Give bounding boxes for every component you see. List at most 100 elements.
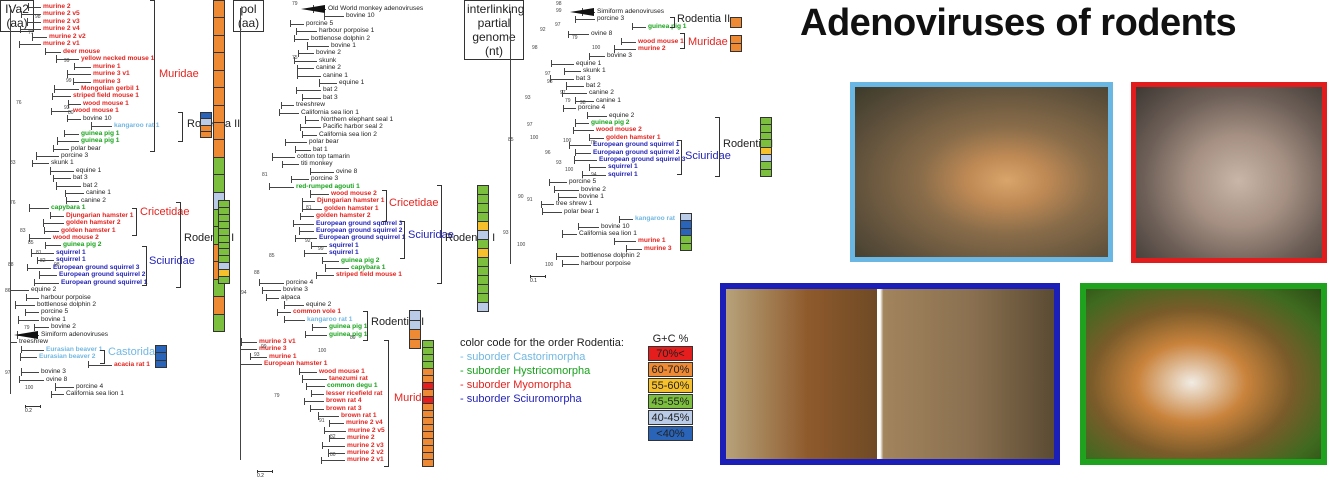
tree-node xyxy=(284,316,285,324)
tree-node xyxy=(305,116,306,124)
tree-node xyxy=(299,227,300,235)
tree-branch xyxy=(21,372,39,374)
gc-cell xyxy=(478,204,488,213)
gc-legend-box: 40-45% xyxy=(648,410,693,425)
scale-bar: 0.1 xyxy=(530,275,546,284)
tree-node xyxy=(91,122,92,130)
clade-bracket xyxy=(384,340,389,467)
tree-node xyxy=(34,323,35,332)
tree-leaf-label: porcine 5 xyxy=(41,308,69,316)
tree-leaf-label: common degu 1 xyxy=(327,382,378,390)
tree-branch xyxy=(293,223,314,225)
tree-leaf-label: guinea pig 1 xyxy=(329,323,368,331)
tree-branch xyxy=(304,253,327,255)
tree-leaf-label: murine 2 v5 xyxy=(43,10,80,18)
gc-color-strip xyxy=(730,35,742,52)
tree-node xyxy=(39,271,40,279)
tree-branch xyxy=(27,267,51,269)
bootstrap-value: 91 xyxy=(527,197,533,203)
tree-leaf-label: striped field mouse 1 xyxy=(73,92,139,100)
bootstrap-value: 89 xyxy=(350,335,356,341)
gc-cell xyxy=(156,346,166,354)
tree-leaf-label: bovine 2 xyxy=(51,323,76,331)
tree-node xyxy=(550,74,551,83)
tree-branch xyxy=(284,305,304,306)
gc-cell xyxy=(219,277,229,284)
tree-leaf-label: porcine 3 xyxy=(311,175,339,183)
tree-node xyxy=(290,20,291,28)
tree-branch xyxy=(311,245,327,247)
tree-node xyxy=(296,27,297,35)
tree-node xyxy=(15,301,16,309)
clade-label: Cricetidae xyxy=(389,197,439,209)
tree-branch xyxy=(542,211,562,213)
tree-branch xyxy=(34,282,59,284)
tree-branch xyxy=(305,120,319,121)
gc-cell xyxy=(761,147,771,155)
tree-node xyxy=(50,211,51,220)
tree-branch xyxy=(36,156,59,157)
gc-cell xyxy=(214,53,224,71)
tree-branch xyxy=(52,96,71,98)
collapsed-clade-triangle-icon xyxy=(570,8,594,16)
gc-cell xyxy=(478,276,488,285)
tree-node xyxy=(66,196,67,205)
panel-label-line: genome xyxy=(472,30,516,44)
tree-node xyxy=(32,159,33,168)
tree-node xyxy=(240,345,241,354)
collapsed-clade-triangle-icon xyxy=(301,5,325,13)
tree-node xyxy=(542,208,543,216)
bootstrap-value: 98 xyxy=(532,45,538,51)
tree-branch xyxy=(53,178,71,180)
tree-leaf-label: canine 1 xyxy=(86,189,111,197)
gc-content-legend: G+C % 70%<60-70%55-60%45-55%40-45%<40% xyxy=(648,333,693,441)
tree-leaf-label: canine 2 xyxy=(81,196,106,204)
tree-node xyxy=(302,94,303,102)
tree-branch xyxy=(626,248,642,250)
tree-leaf-label: skunk 1 xyxy=(51,159,74,167)
tree-branch xyxy=(582,174,606,176)
gc-cell xyxy=(731,36,741,44)
tree-node xyxy=(32,33,33,41)
gc-cell xyxy=(478,267,488,276)
tree-node xyxy=(541,200,542,209)
tree-leaf-label: equine 1 xyxy=(76,166,102,174)
tree-branch xyxy=(266,297,279,299)
tree-node xyxy=(53,144,54,153)
tree-leaf-label: golden hamster 2 xyxy=(316,212,371,220)
tree-branch xyxy=(279,112,299,114)
tree-node xyxy=(562,230,563,238)
gc-cell xyxy=(423,383,433,390)
tree-leaf-label: skunk 1 xyxy=(583,67,606,75)
tree-node xyxy=(67,115,68,123)
tree-branch xyxy=(55,386,74,388)
tree-branch xyxy=(575,123,589,124)
tree-branch xyxy=(29,237,51,239)
tree-leaf-label: European ground squirrel 2 xyxy=(59,271,146,279)
tree-node xyxy=(562,259,563,268)
tree-branch xyxy=(322,445,345,447)
tree-branch xyxy=(18,319,39,321)
tree-node xyxy=(304,249,305,257)
tree-leaf-label: polar bear 1 xyxy=(564,207,600,215)
gc-cell xyxy=(214,279,224,298)
tree-leaf-label: murine 3 xyxy=(644,244,672,252)
tree-node xyxy=(302,197,303,206)
tree-leaf-label: tree shrew 1 xyxy=(556,200,593,208)
gc-color-strip xyxy=(422,340,434,467)
tree-leaf-label: bottlenose dolphin 2 xyxy=(37,301,97,308)
gc-color-strip xyxy=(730,17,742,28)
bootstrap-value: 81 xyxy=(262,172,268,178)
tree-branch xyxy=(563,108,576,110)
panel-label-line: interlinking xyxy=(467,2,525,16)
tree-leaf-label: harbour porpoise 1 xyxy=(319,27,375,35)
tree-node xyxy=(551,60,552,68)
tree-leaf-label: canine 2 xyxy=(316,64,341,72)
gc-cell xyxy=(423,397,433,404)
tree-leaf-label: ovine 8 xyxy=(336,167,358,175)
clade-bracket xyxy=(382,190,387,222)
tree-branch xyxy=(282,164,299,166)
tree-node xyxy=(549,178,550,186)
bootstrap-value: 97 xyxy=(545,71,551,77)
tree-node xyxy=(284,301,285,309)
